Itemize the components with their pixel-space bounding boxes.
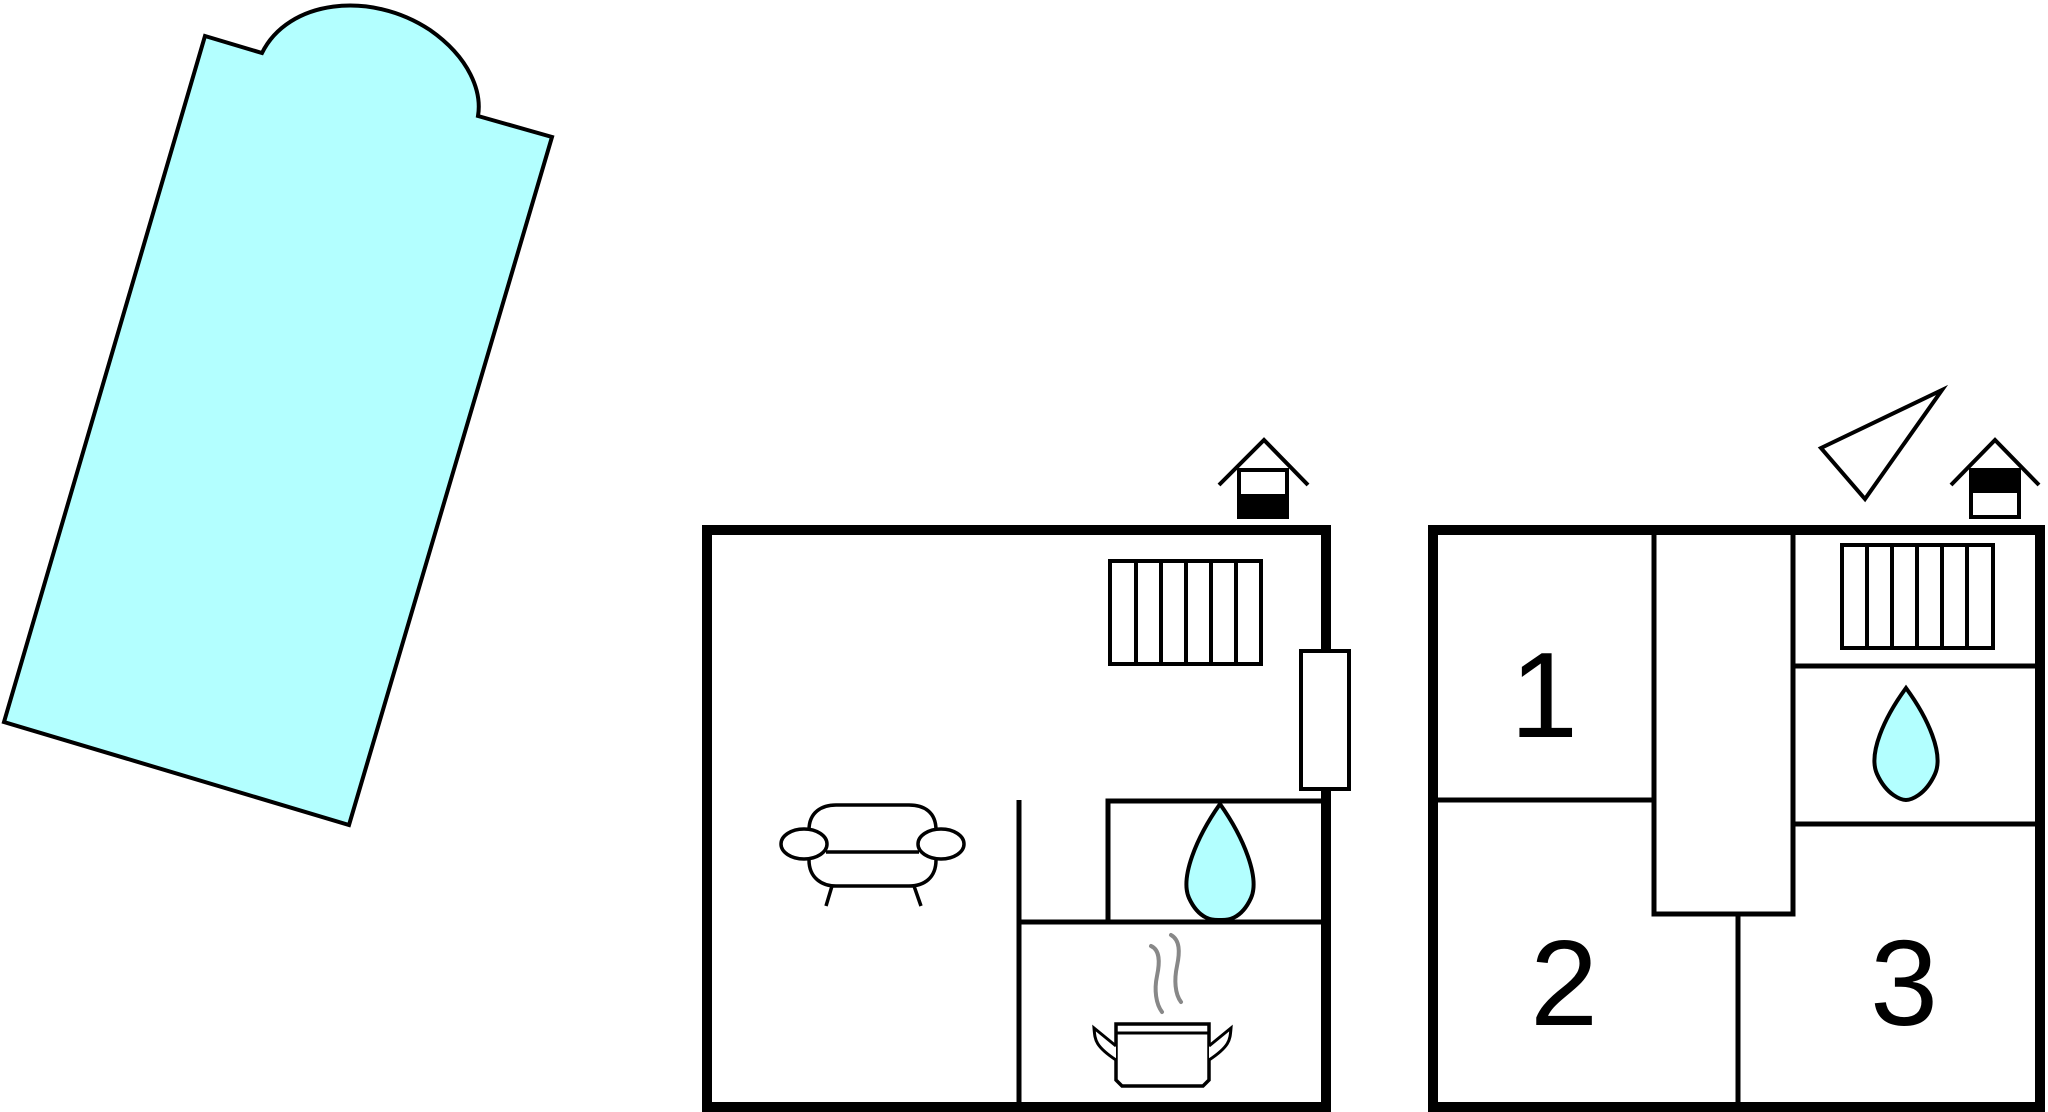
upper-floor-outer-wall [1428, 525, 2045, 1112]
window [1299, 649, 1351, 791]
room-label-2: 2 [1530, 915, 1598, 1051]
house-floor-icon [1949, 437, 2041, 519]
ground-floor-plan [702, 437, 1351, 1112]
radiator-icon [1108, 559, 1263, 666]
water-drop-icon [1184, 800, 1256, 923]
pool-shape [1, 3, 555, 828]
sofa-icon [779, 803, 966, 907]
north-arrow-icon [1817, 384, 1949, 503]
bathroom-wall [1105, 798, 1322, 922]
room-label-1: 1 [1510, 627, 1578, 763]
water-drop-icon [1872, 684, 1940, 803]
radiator-icon [1840, 543, 1995, 650]
corridor-walls [1651, 535, 1796, 917]
house-floor-icon [1217, 437, 1310, 519]
ground-floor-outer-wall [702, 525, 1331, 1112]
upper-floor-plan: 1 2 3 [1428, 384, 2045, 1112]
cooking-pot-icon [1092, 933, 1233, 1088]
room-label-3: 3 [1870, 915, 1938, 1051]
